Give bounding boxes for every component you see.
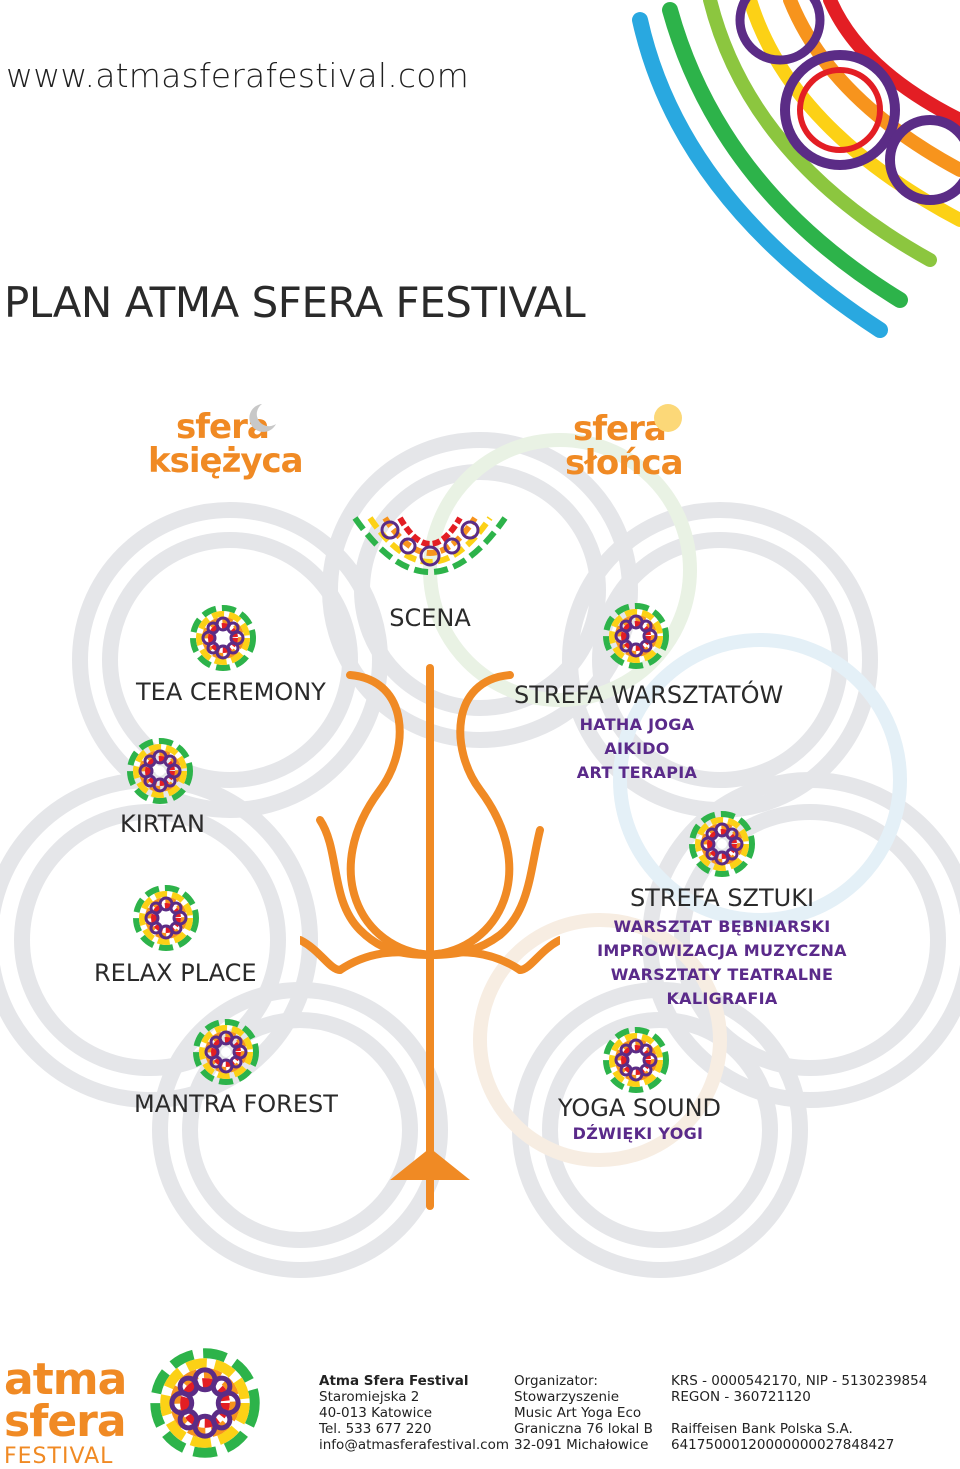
sztuki-item: KALIGRAFIA <box>666 989 778 1008</box>
organizer-label: Organizator: <box>514 1373 598 1389</box>
mandala-icon-mantra <box>188 1014 264 1090</box>
organizer-line: Graniczna 76 lokal B <box>514 1421 653 1437</box>
sun-zone-line1: sfera <box>573 409 667 449</box>
festival-logo: atma sfera FESTIVAL <box>4 1358 134 1468</box>
moon-icon <box>249 404 276 432</box>
yoga-sound-item: DŹWIĘKI YOGI <box>572 1124 704 1143</box>
tea-ceremony-label: TEA CEREMONY <box>136 678 326 706</box>
contact-street: Staromiejska 2 <box>319 1389 420 1405</box>
relax-place-label: RELAX PLACE <box>94 959 257 987</box>
mandala-icon-relax <box>128 880 204 956</box>
bank-account: 64175000120000000027848427 <box>671 1437 895 1453</box>
trident-path <box>300 664 560 1210</box>
sun-zone-line2: słońca <box>565 443 684 483</box>
stage-ornament <box>352 516 508 575</box>
strefa-sztuki-title: STREFA SZTUKI <box>629 884 815 912</box>
sztuki-item: WARSZTATY TEATRALNE <box>610 965 834 984</box>
contact-city: 40-013 Katowice <box>319 1405 433 1421</box>
page-title: PLAN ATMA SFERA FESTIVAL <box>4 278 586 327</box>
contact-phone[interactable]: Tel. 533 677 220 <box>319 1421 432 1437</box>
organizer-block: Organizator: Stowarzyszenie Music Art Yo… <box>514 1373 653 1453</box>
mandala-icon-kirtan <box>122 733 198 809</box>
logo-line2: sfera <box>4 1396 127 1447</box>
mandala-icon-warsztaty <box>598 598 674 674</box>
background-rosette <box>0 432 960 1278</box>
footer-mandala-icon <box>140 1340 270 1466</box>
warsztaty-item: ART TERAPIA <box>576 763 698 782</box>
mandala-icon-tea <box>185 600 261 676</box>
contact-block: Atma Sfera Festival Staromiejska 2 40-01… <box>319 1373 509 1453</box>
organizer-line: Stowarzyszenie <box>514 1389 620 1405</box>
bank-name: Raiffeisen Bank Polska S.A. <box>671 1421 853 1437</box>
regon: REGON - 360721120 <box>671 1389 811 1405</box>
organizer-line: 32-091 Michałowice <box>514 1437 649 1453</box>
strefa-sztuki-block: STREFA SZTUKI WARSZTAT BĘBNIARSKI IMPROW… <box>592 884 852 1011</box>
website-url[interactable]: www.atmasferafestival.com <box>6 56 469 95</box>
yoga-sound-block: YOGA SOUND DŹWIĘKI YOGI <box>558 1094 722 1143</box>
sztuki-item: WARSZTAT BĘBNIARSKI <box>613 917 831 936</box>
mantra-forest-label: MANTRA FOREST <box>134 1090 338 1118</box>
moon-zone-line2: księżyca <box>148 441 304 481</box>
mandala-icon-sztuki <box>684 806 760 882</box>
corner-ornament <box>632 0 960 338</box>
organizer-line: Music Art Yoga Eco <box>514 1405 642 1421</box>
sun-zone-logo: sfera słońca <box>565 412 705 480</box>
contact-email[interactable]: info@atmasferafestival.com <box>319 1437 509 1453</box>
logo-line1: atma <box>4 1354 127 1405</box>
kirtan-label: KIRTAN <box>120 810 205 838</box>
yoga-sound-title: YOGA SOUND <box>558 1094 722 1122</box>
logo-line3: FESTIVAL <box>4 1444 114 1469</box>
warsztaty-item: AIKIDO <box>604 739 670 758</box>
warsztaty-item: HATHA JOGA <box>579 715 695 734</box>
sztuki-item: IMPROWIZACJA MUZYCZNA <box>597 941 847 960</box>
sun-icon <box>654 404 682 432</box>
registry-block: KRS - 0000542170, NIP - 5130239854 REGON… <box>671 1373 927 1453</box>
contact-name: Atma Sfera Festival <box>319 1373 469 1389</box>
strefa-warsztatow-title: STREFA WARSZTATÓW <box>514 681 784 709</box>
scena-label: SCENA <box>389 604 471 632</box>
strefa-warsztatow-block: STREFA WARSZTATÓW HATHA JOGA AIKIDO ART … <box>514 681 784 785</box>
mandala-icon-yoga <box>598 1022 674 1098</box>
krs-nip: KRS - 0000542170, NIP - 5130239854 <box>671 1373 928 1389</box>
